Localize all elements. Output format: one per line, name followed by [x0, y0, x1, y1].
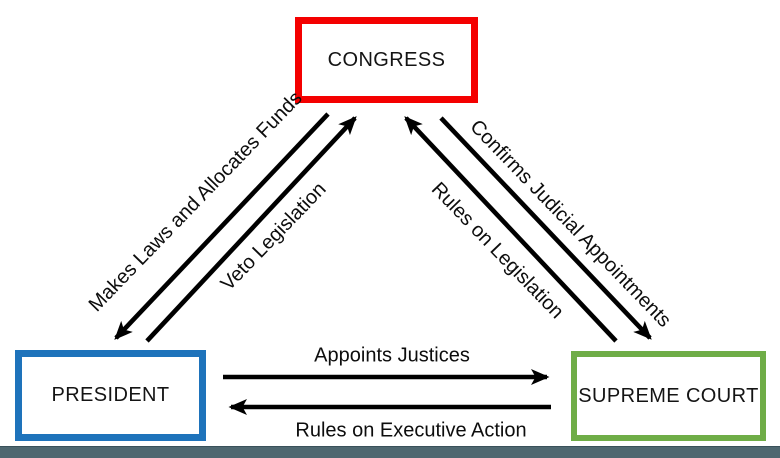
arrow-makes-laws: [114, 112, 330, 340]
president-label: PRESIDENT: [51, 384, 170, 406]
arrow-confirms-appointments: [439, 116, 652, 340]
arrow-veto-legislation: [145, 116, 357, 343]
edge-label-rules-on-executive-action: Rules on Executive Action: [295, 419, 527, 442]
node-supreme-court: SUPREME COURT: [571, 351, 766, 441]
edge-label-appoints-justices: Appoints Justices: [314, 344, 470, 367]
congress-label: CONGRESS: [327, 48, 446, 71]
footer-bar: [0, 446, 780, 458]
node-congress: CONGRESS: [295, 17, 478, 103]
arrow-rules-on-legislation: [404, 116, 618, 343]
supreme-court-label: SUPREME COURT: [578, 384, 759, 407]
node-president: PRESIDENT: [15, 350, 206, 441]
